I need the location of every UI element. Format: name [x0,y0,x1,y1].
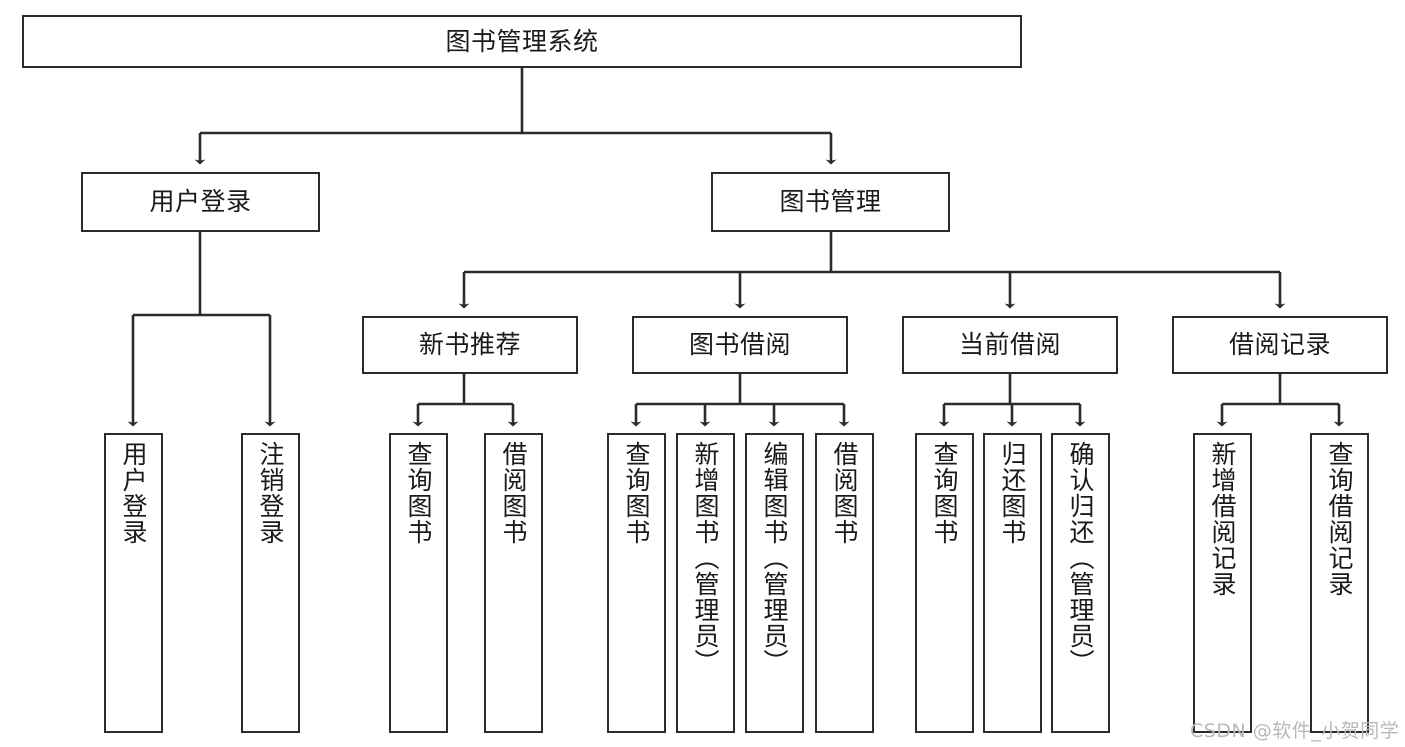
node-leaf-label: 借阅图书 [830,441,859,545]
node-leaf-borrow-record-1[interactable]: 查询借阅记录 [1310,433,1369,733]
node-borrow-record-label: 借阅记录 [1228,330,1331,359]
node-book-manage-label: 图书管理 [779,187,882,216]
node-new-book-recommend[interactable]: 新书推荐 [362,316,578,374]
node-leaf-label: 编辑图书（管理员） [760,441,789,675]
node-book-manage[interactable]: 图书管理 [711,172,950,232]
node-leaf-label: 查询图书 [404,441,433,545]
node-book-borrow-label: 图书借阅 [688,330,791,359]
node-leaf-borrow-record-0[interactable]: 新增借阅记录 [1193,433,1252,733]
node-current-borrow-label: 当前借阅 [958,330,1061,359]
node-leaf-label: 查询图书 [622,441,651,545]
node-leaf-label: 查询借阅记录 [1325,441,1354,597]
node-user-login-label: 用户登录 [149,187,252,216]
node-leaf-current-borrow-0[interactable]: 查询图书 [915,433,974,733]
node-leaf-current-borrow-2[interactable]: 确认归还（管理员） [1051,433,1110,733]
node-leaf-book-borrow-2[interactable]: 编辑图书（管理员） [745,433,804,733]
csdn-watermark: CSDN @软件_小贺同学 [1190,720,1400,742]
node-borrow-record[interactable]: 借阅记录 [1172,316,1388,374]
node-leaf-label: 归还图书 [998,441,1027,545]
node-book-borrow[interactable]: 图书借阅 [632,316,848,374]
node-leaf-user-login-1[interactable]: 注销登录 [241,433,300,733]
node-leaf-label: 用户登录 [119,441,148,545]
node-leaf-label: 新增图书（管理员） [691,441,720,675]
node-leaf-book-borrow-0[interactable]: 查询图书 [607,433,666,733]
node-leaf-label: 确认归还（管理员） [1066,441,1095,675]
node-leaf-book-borrow-1[interactable]: 新增图书（管理员） [676,433,735,733]
node-user-login[interactable]: 用户登录 [81,172,320,232]
node-root[interactable]: 图书管理系统 [22,15,1022,68]
node-leaf-book-borrow-3[interactable]: 借阅图书 [815,433,874,733]
node-leaf-label: 注销登录 [256,441,285,545]
node-leaf-label: 查询图书 [930,441,959,545]
node-root-label: 图书管理系统 [445,26,599,56]
node-leaf-current-borrow-1[interactable]: 归还图书 [983,433,1042,733]
node-leaf-user-login-0[interactable]: 用户登录 [104,433,163,733]
node-leaf-label: 借阅图书 [499,441,528,545]
node-leaf-label: 新增借阅记录 [1208,441,1237,597]
node-current-borrow[interactable]: 当前借阅 [902,316,1118,374]
node-leaf-new-book-recommend-0[interactable]: 查询图书 [389,433,448,733]
node-leaf-new-book-recommend-1[interactable]: 借阅图书 [484,433,543,733]
node-new-book-recommend-label: 新书推荐 [418,330,521,359]
